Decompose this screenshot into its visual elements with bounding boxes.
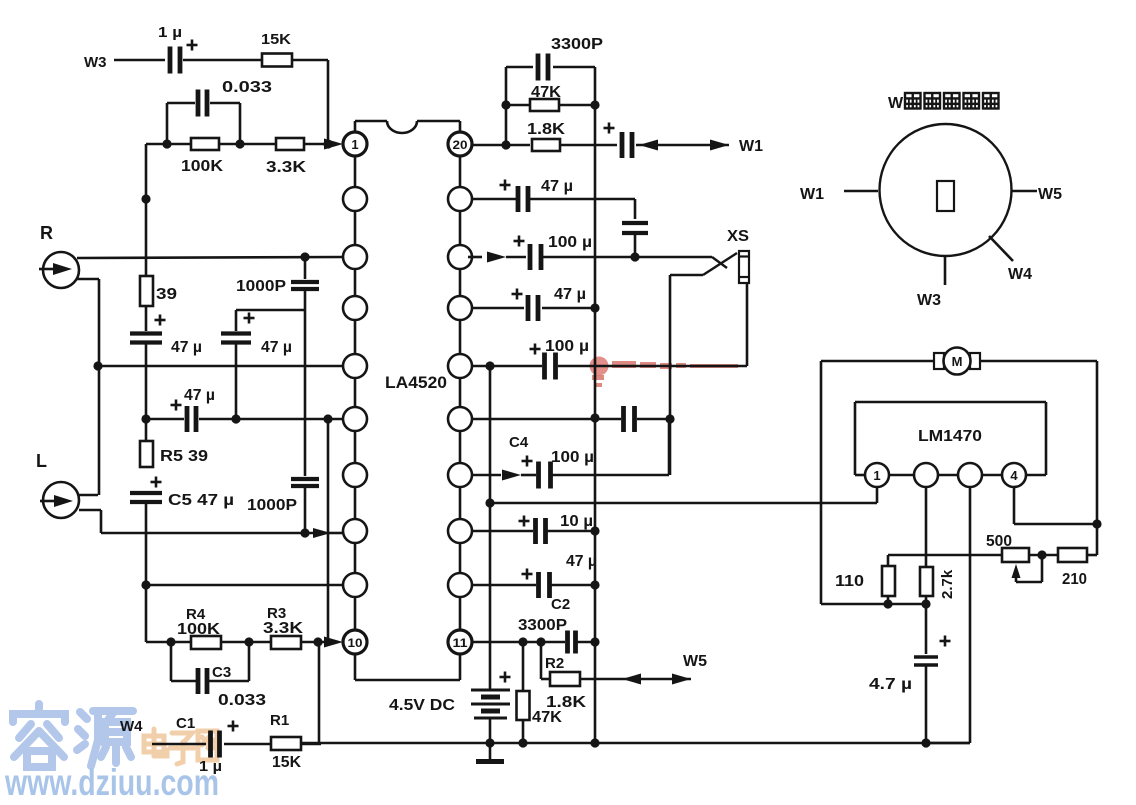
svg-text:C1: C1: [176, 715, 195, 732]
svg-text:4: 4: [1010, 468, 1018, 483]
svg-text:W4: W4: [120, 718, 143, 735]
svg-text:1: 1: [351, 137, 358, 152]
svg-text:3300P: 3300P: [518, 617, 567, 634]
svg-text:1 µ: 1 µ: [158, 24, 182, 41]
svg-text:XS: XS: [727, 228, 749, 245]
svg-text:C2: C2: [551, 596, 570, 613]
svg-text:1000P: 1000P: [247, 497, 297, 514]
svg-text:W5: W5: [1038, 186, 1062, 203]
svg-text:0.033: 0.033: [218, 692, 266, 709]
svg-text:2.7k: 2.7k: [939, 569, 956, 599]
svg-text:L: L: [36, 451, 47, 471]
svg-text:W1: W1: [739, 138, 763, 155]
svg-text:W3: W3: [917, 292, 941, 309]
svg-text:C4: C4: [509, 434, 529, 451]
svg-text:11: 11: [453, 636, 468, 650]
svg-text:500: 500: [986, 533, 1012, 550]
svg-text:R: R: [40, 223, 53, 243]
svg-text:210: 210: [1062, 571, 1087, 588]
svg-text:W5: W5: [683, 653, 707, 670]
svg-text:R3: R3: [267, 605, 286, 622]
svg-text:47K: 47K: [531, 84, 561, 101]
svg-text:W: W: [888, 95, 904, 112]
svg-text:47 µ: 47 µ: [566, 553, 597, 570]
svg-text:3.3K: 3.3K: [263, 620, 304, 637]
svg-text:1.8K: 1.8K: [527, 121, 566, 138]
svg-text:4.5V DC: 4.5V DC: [389, 697, 455, 714]
svg-text:3.3K: 3.3K: [266, 159, 307, 176]
svg-text:1: 1: [873, 468, 880, 483]
svg-text:3300P: 3300P: [551, 36, 603, 53]
svg-text:0.033: 0.033: [222, 79, 272, 96]
svg-text:100 µ: 100 µ: [548, 234, 592, 251]
svg-text:1000P: 1000P: [236, 278, 286, 295]
svg-text:15K: 15K: [261, 31, 291, 48]
svg-text:LA4520: LA4520: [385, 373, 447, 392]
svg-text:100K: 100K: [177, 621, 221, 638]
svg-text:C3: C3: [212, 664, 231, 681]
svg-text:10: 10: [348, 636, 363, 650]
svg-text:47 µ: 47 µ: [171, 339, 202, 356]
svg-text:W1: W1: [800, 186, 824, 203]
svg-text:1.8K: 1.8K: [546, 694, 587, 711]
svg-text:47 µ: 47 µ: [184, 387, 215, 404]
svg-text:LM1470: LM1470: [918, 428, 982, 445]
svg-text:20: 20: [453, 138, 468, 152]
svg-text:1 µ: 1 µ: [199, 758, 222, 775]
svg-text:100K: 100K: [181, 158, 223, 175]
svg-text:10 µ: 10 µ: [560, 513, 593, 530]
svg-text:110: 110: [835, 573, 864, 590]
svg-text:R2: R2: [545, 655, 564, 672]
svg-text:100 µ: 100 µ: [551, 449, 594, 466]
svg-text:47 µ: 47 µ: [554, 286, 586, 303]
svg-text:15K: 15K: [272, 754, 301, 771]
svg-text:47K: 47K: [532, 709, 562, 726]
svg-text:R5 39: R5 39: [160, 448, 208, 465]
svg-text:100 µ: 100 µ: [545, 338, 589, 355]
svg-text:R1: R1: [270, 712, 289, 729]
svg-text:39: 39: [156, 286, 177, 303]
svg-text:4.7 µ: 4.7 µ: [869, 676, 912, 693]
svg-text:M: M: [952, 354, 963, 369]
svg-text:www.dziuu.com: www.dziuu.com: [4, 762, 219, 800]
svg-text:C5 47 µ: C5 47 µ: [168, 492, 234, 509]
svg-text:47 µ: 47 µ: [261, 339, 292, 356]
svg-text:W4: W4: [1008, 266, 1032, 283]
svg-text:47 µ: 47 µ: [541, 178, 573, 195]
svg-text:R4: R4: [186, 606, 206, 623]
svg-text:W3: W3: [84, 54, 107, 71]
